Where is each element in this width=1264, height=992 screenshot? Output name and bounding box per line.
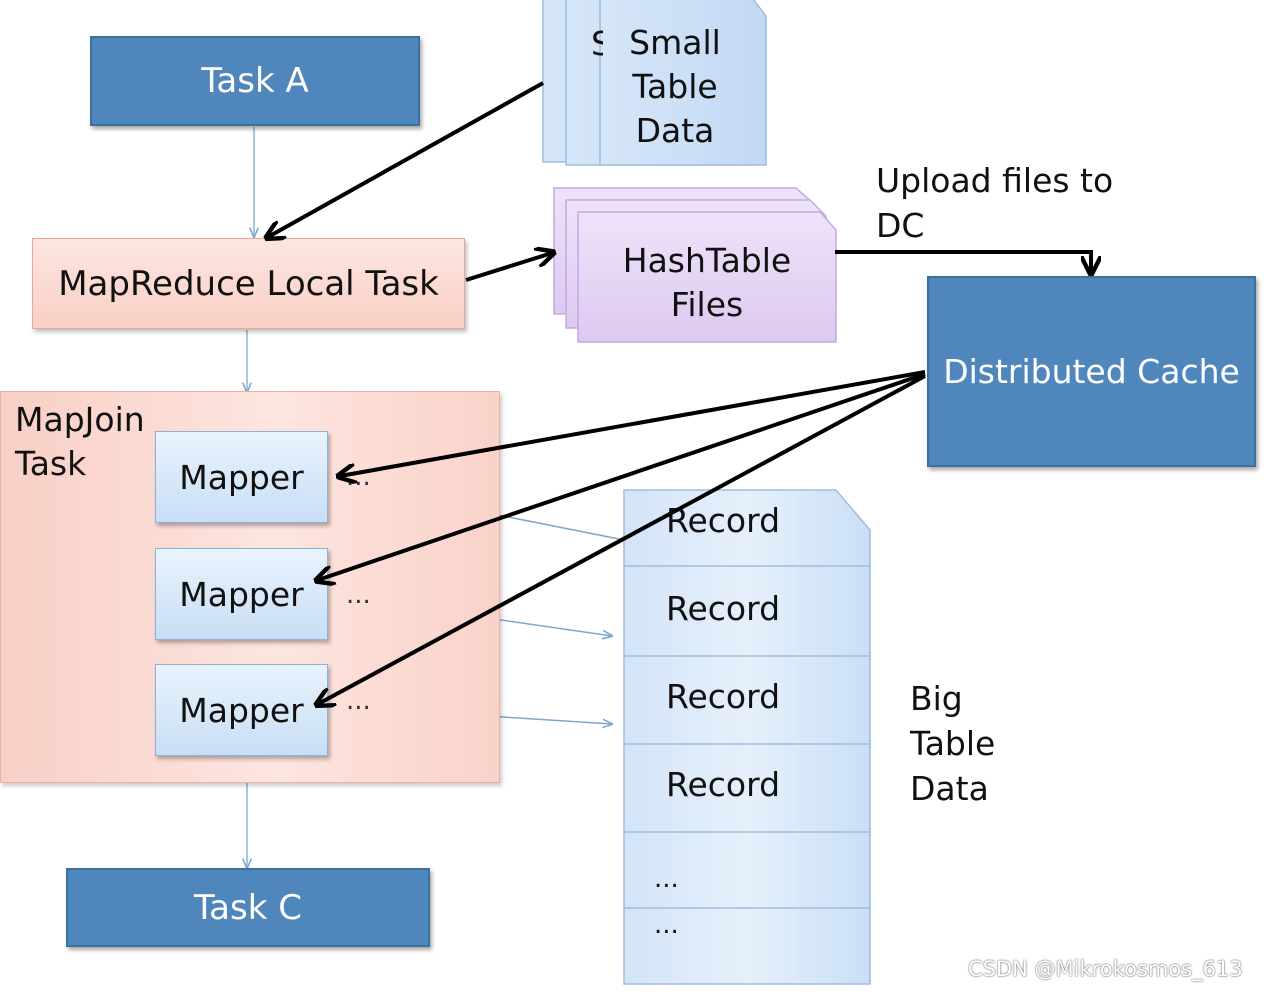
hashtable-line1: HashTable [622, 241, 792, 280]
record-ellipsis-2: ... [654, 910, 679, 940]
small-table-label: Small Table Data [600, 21, 750, 153]
mapper-1-label: Mapper [179, 457, 304, 497]
hashtable-doc-stack [553, 187, 837, 343]
record-3: Record [666, 677, 781, 716]
task-a-label: Task A [201, 61, 309, 101]
distributed-cache-box: Distributed Cache [927, 276, 1256, 467]
arrow-dc-to-mapper-3 [318, 374, 926, 704]
mapreduce-local-task-box: MapReduce Local Task [32, 238, 465, 329]
mapper-1: Mapper [155, 431, 328, 523]
big-table-doc [623, 489, 871, 985]
mapreduce-local-task-label: MapReduce Local Task [58, 263, 439, 304]
arrow-hashtable-to-dc [835, 250, 1091, 272]
arrow-dc-to-mapper-2 [318, 372, 926, 580]
hashtable-line2: Files [670, 285, 744, 324]
small-table-doc-stack [542, 0, 767, 166]
upload-files-label: Upload files to DC [876, 158, 1176, 248]
big-table-doc-body [623, 489, 871, 985]
record-ellipsis-1: ... [654, 864, 679, 894]
big-table-line2: Table [910, 724, 996, 763]
mapjoin-task-label: MapJoin Task [15, 398, 195, 486]
mapper-2-dots: ... [346, 580, 371, 610]
small-table-doc-front [599, 0, 767, 166]
mapper-3-dots: ... [346, 686, 371, 716]
small-table-line1: Small [629, 23, 721, 62]
record-4: Record [666, 765, 781, 804]
small-table-line2: Table [632, 67, 718, 106]
small-table-line3: Data [635, 111, 715, 150]
mapjoin-line2: Task [15, 444, 87, 483]
small-table-back-fragment: S [591, 24, 603, 63]
big-table-data-label: Big Table Data [910, 676, 1050, 811]
task-c-box: Task C [66, 868, 430, 947]
big-table-line3: Data [910, 769, 989, 808]
mapjoin-line1: MapJoin [15, 400, 145, 439]
arrow-local-to-hashtable [465, 253, 552, 282]
mapper-2: Mapper [155, 548, 328, 640]
upload-line1: Upload files to [876, 161, 1114, 200]
distributed-cache-label: Distributed Cache [943, 352, 1240, 391]
task-a-box: Task A [90, 36, 420, 126]
watermark: CSDN @Mikrokosmos_613 [968, 957, 1243, 981]
arrow-smalltable-to-local [268, 81, 544, 237]
big-table-line1: Big [910, 679, 963, 718]
task-c-label: Task C [194, 887, 302, 928]
record-2: Record [666, 589, 781, 628]
mapper-2-label: Mapper [179, 574, 304, 614]
arrow-dc-to-mapper-1 [340, 370, 926, 476]
hashtable-doc-front [577, 211, 837, 343]
mapper-3: Mapper [155, 664, 328, 756]
upload-line2: DC [876, 206, 925, 245]
hashtable-files-label: HashTable Files [578, 239, 836, 327]
mapper-3-label: Mapper [179, 690, 304, 730]
